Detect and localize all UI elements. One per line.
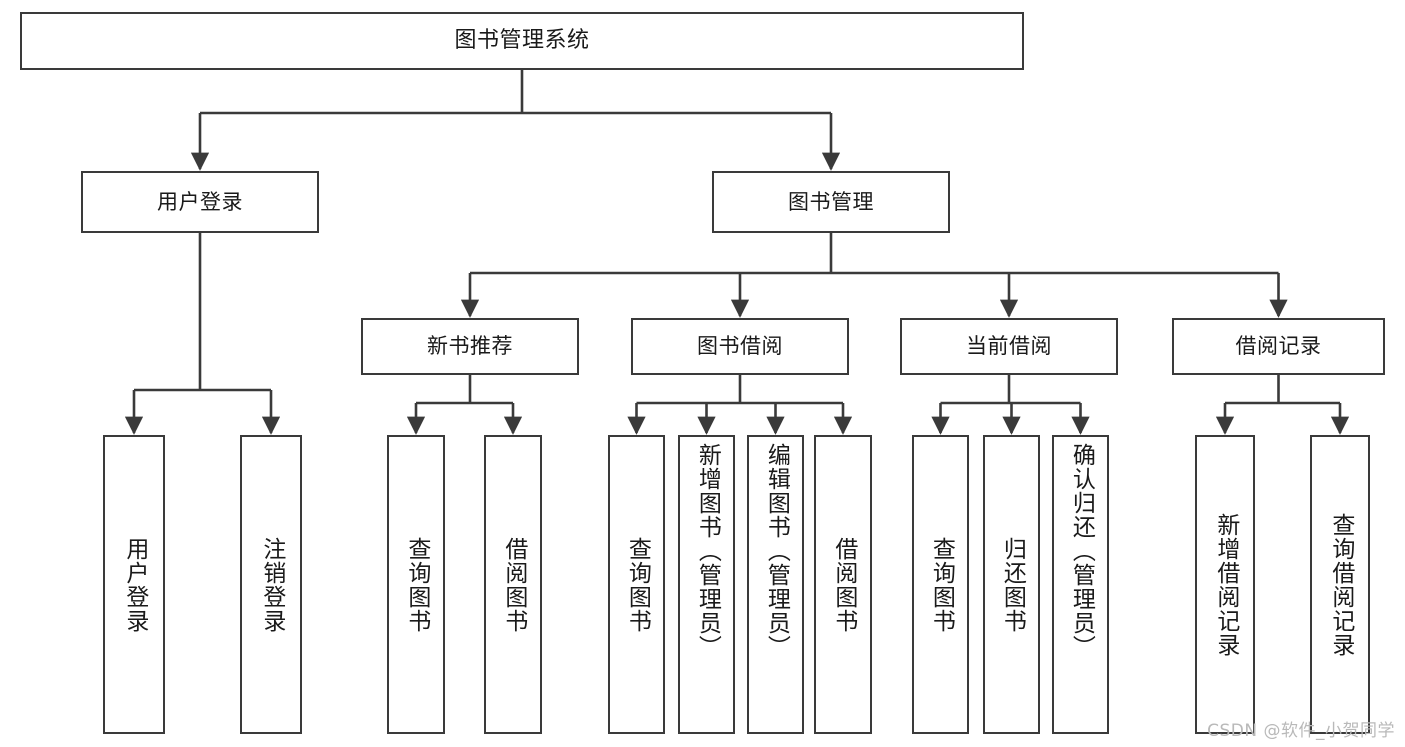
- node-fn-query-record[interactable]: 查询借阅记录: [1310, 435, 1370, 734]
- node-fn-query-book-2[interactable]: 查询图书: [608, 435, 665, 734]
- node-fn-user-login[interactable]: 用户登录: [103, 435, 165, 734]
- node-label: 编辑图书（管理员）: [763, 443, 790, 659]
- node-label: 图书借阅: [697, 334, 783, 358]
- node-borrow-record[interactable]: 借阅记录: [1172, 318, 1385, 375]
- node-fn-confirm-ret[interactable]: 确认归还（管理员）: [1052, 435, 1109, 734]
- node-fn-borrow-book-2[interactable]: 借阅图书: [814, 435, 872, 734]
- node-current-borrow[interactable]: 当前借阅: [900, 318, 1118, 375]
- node-fn-add-book[interactable]: 新增图书（管理员）: [678, 435, 735, 734]
- node-book-mgmt[interactable]: 图书管理: [712, 171, 950, 233]
- node-label: 查询图书: [624, 536, 651, 633]
- node-fn-user-logout[interactable]: 注销登录: [240, 435, 302, 734]
- node-new-book-rec[interactable]: 新书推荐: [361, 318, 579, 375]
- node-label: 新增借阅记录: [1212, 512, 1239, 657]
- watermark: CSDN @软件_小贺同学: [1207, 721, 1395, 741]
- node-label: 新增图书（管理员）: [694, 443, 721, 659]
- node-label: 借阅图书: [830, 536, 857, 633]
- node-fn-borrow-book-1[interactable]: 借阅图书: [484, 435, 542, 734]
- node-label: 当前借阅: [966, 334, 1052, 358]
- node-fn-add-record[interactable]: 新增借阅记录: [1195, 435, 1255, 734]
- node-label: 图书管理: [788, 189, 874, 214]
- node-label: 图书管理系统: [454, 28, 590, 53]
- node-label: 新书推荐: [427, 334, 513, 358]
- node-label: 查询图书: [403, 536, 430, 633]
- node-root[interactable]: 图书管理系统: [20, 12, 1024, 70]
- node-fn-query-book-1[interactable]: 查询图书: [387, 435, 445, 734]
- node-label: 注销登录: [258, 536, 285, 633]
- node-label: 借阅图书: [500, 536, 527, 633]
- node-label: 用户登录: [121, 536, 148, 633]
- node-label: 用户登录: [157, 189, 243, 214]
- node-label: 查询借阅记录: [1327, 512, 1354, 657]
- node-label: 借阅记录: [1235, 334, 1322, 358]
- node-book-borrow[interactable]: 图书借阅: [631, 318, 849, 375]
- node-label: 归还图书: [999, 536, 1026, 633]
- node-label: 确认归还（管理员）: [1068, 443, 1095, 659]
- node-label: 查询图书: [928, 536, 955, 633]
- node-fn-edit-book[interactable]: 编辑图书（管理员）: [747, 435, 804, 734]
- node-fn-return-book[interactable]: 归还图书: [983, 435, 1040, 734]
- node-fn-query-book-3[interactable]: 查询图书: [912, 435, 969, 734]
- node-user-login[interactable]: 用户登录: [81, 171, 319, 233]
